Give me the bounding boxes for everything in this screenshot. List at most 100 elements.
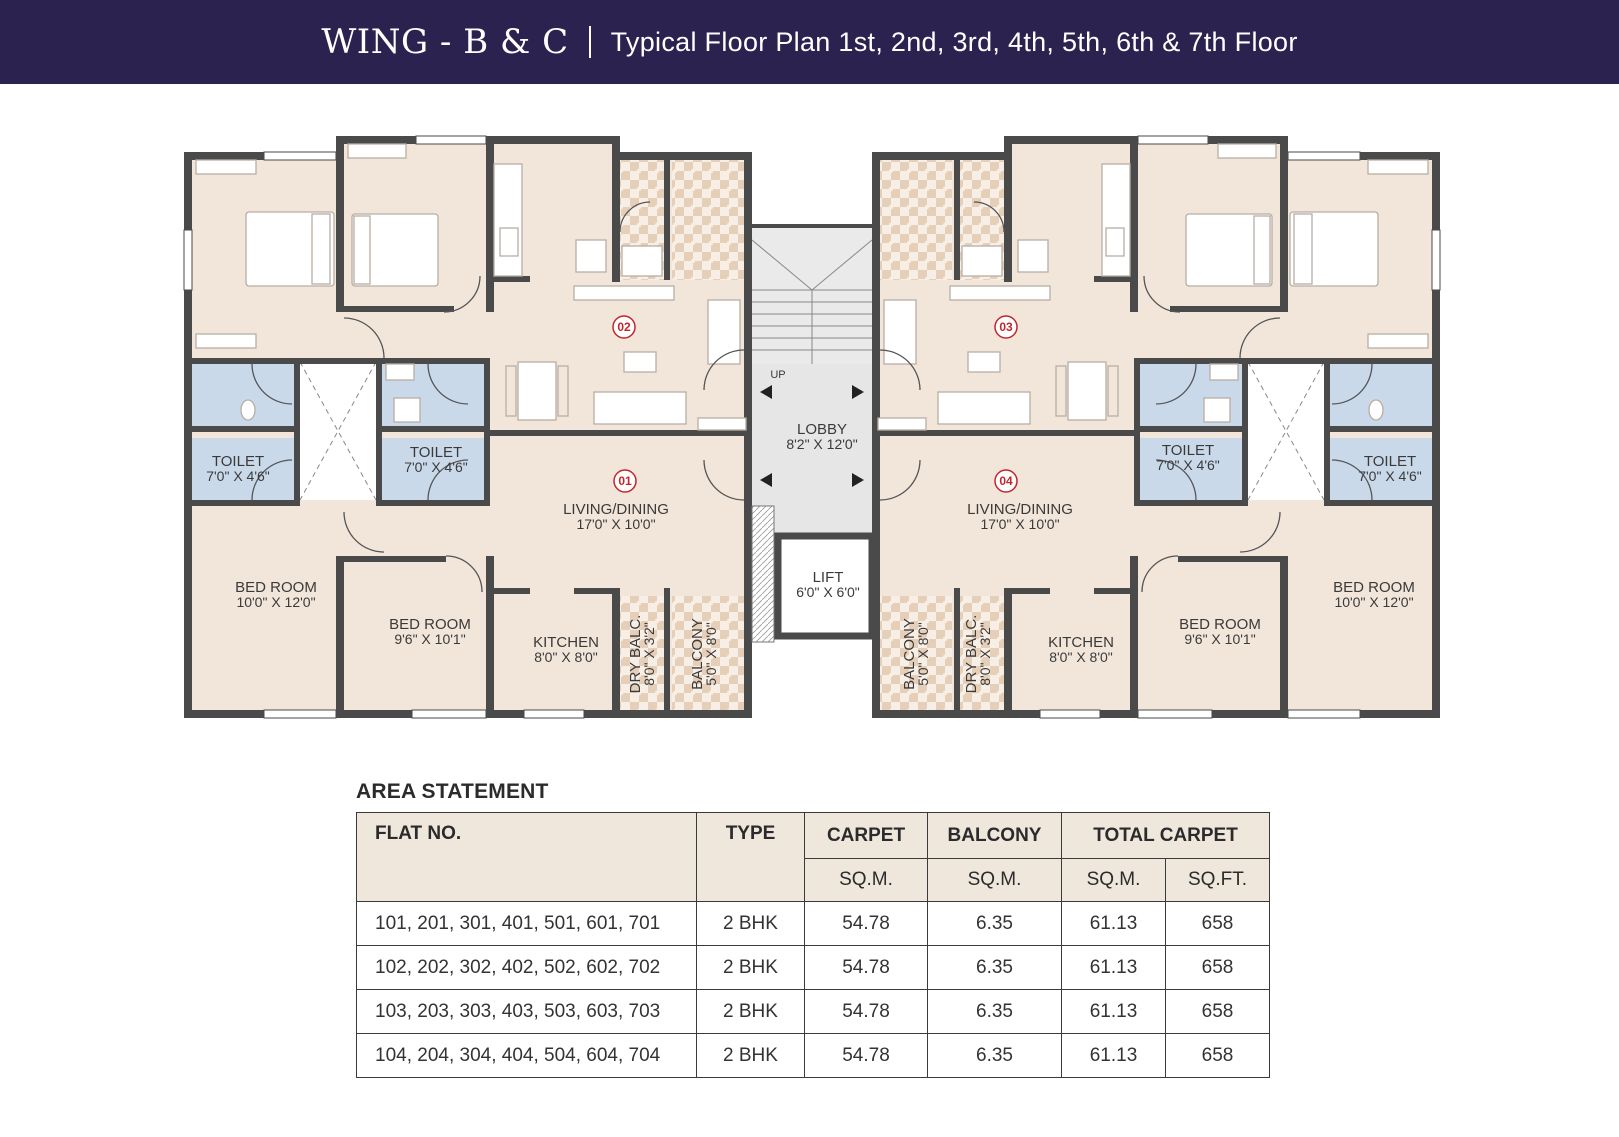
- cell-flat-no: 101, 201, 301, 401, 501, 601, 701: [356, 901, 697, 946]
- balcony-top-left-b: [672, 160, 744, 280]
- table-row: 101, 201, 301, 401, 501, 601, 701 2 BHK …: [356, 901, 1270, 946]
- toilet-label-4: TOILET: [1364, 453, 1416, 470]
- bedroom-big-label-left: BED ROOM: [235, 579, 317, 596]
- lobby-dim: 8'2" X 12'0": [786, 436, 857, 452]
- svg-text:02: 02: [617, 320, 631, 334]
- header-carpet: CARPET: [804, 812, 928, 859]
- wing-title: WING - B & C: [321, 22, 569, 62]
- unit-balcony: SQ.M.: [927, 858, 1062, 902]
- toilet-area-4b: [1328, 438, 1434, 500]
- cell-total-sqft: 658: [1165, 901, 1270, 946]
- balcony-area-right: [880, 596, 952, 712]
- bed-left-a: [245, 211, 335, 287]
- svg-text:03: 03: [999, 320, 1013, 334]
- stair-up-label: UP: [770, 369, 785, 381]
- flat-badge-01: 01: [613, 469, 637, 493]
- cell-total-sqft: 658: [1165, 1033, 1270, 1078]
- bedroom-small-label-left: BED ROOM: [389, 616, 471, 633]
- toilet-area-2b: [378, 438, 488, 500]
- cell-carpet: 54.78: [804, 1033, 928, 1078]
- balcony-top-right-a: [880, 160, 952, 280]
- unit-carpet: SQ.M.: [804, 858, 928, 902]
- dry-balc-dim-right: 8'0" X 3'2": [977, 622, 993, 686]
- cell-type: 2 BHK: [696, 989, 805, 1034]
- cell-balcony: 6.35: [927, 945, 1062, 990]
- flat-badge-02: 02: [612, 315, 636, 339]
- dry-balc-label-left: DRY BALC.: [627, 615, 644, 694]
- header-total-carpet: TOTAL CARPET: [1061, 812, 1270, 859]
- flat-badge-04: 04: [994, 469, 1018, 493]
- table-row: 102, 202, 302, 402, 502, 602, 702 2 BHK …: [356, 945, 1270, 990]
- floor-left-top: [342, 140, 612, 158]
- cell-type: 2 BHK: [696, 1033, 805, 1078]
- bed-right-b: [1185, 213, 1273, 287]
- toilet-dim-3: 7'0" X 4'6": [1156, 457, 1220, 473]
- left-block: [183, 135, 752, 719]
- svg-text:01: 01: [618, 474, 632, 488]
- living-dim-right: 17'0" X 10'0": [980, 516, 1059, 532]
- lift-dim: 6'0" X 6'0": [796, 584, 860, 600]
- bedroom-small-dim-left: 9'6" X 10'1": [394, 631, 465, 647]
- toilet-label-2: TOILET: [410, 444, 462, 461]
- cell-total-sqft: 658: [1165, 945, 1270, 990]
- balcony-area-left: [672, 596, 744, 712]
- balcony-dim-right: 5'0" X 8'0": [915, 622, 931, 686]
- bed-left-b: [351, 213, 439, 287]
- living-label-right: LIVING/DINING: [967, 501, 1073, 518]
- unit-total-sqm: SQ.M.: [1061, 858, 1166, 902]
- bedroom-small-label-right: BED ROOM: [1179, 616, 1261, 633]
- floor-plan: UP: [183, 135, 1441, 719]
- cell-total-sqm: 61.13: [1061, 901, 1166, 946]
- kitchen-label-right: KITCHEN: [1048, 634, 1114, 651]
- cell-total-sqm: 61.13: [1061, 989, 1166, 1034]
- table-row: 104, 204, 304, 404, 504, 604, 704 2 BHK …: [356, 1033, 1270, 1078]
- kitchen-dim-left: 8'0" X 8'0": [534, 649, 598, 665]
- cell-balcony: 6.35: [927, 901, 1062, 946]
- dry-balc-label-right: DRY BALC.: [963, 615, 980, 694]
- core: UP: [751, 224, 876, 643]
- floor-right-top: [1012, 140, 1282, 158]
- living-dim-left: 17'0" X 10'0": [576, 516, 655, 532]
- walls-right: [872, 136, 1440, 718]
- bed-right-a: [1289, 211, 1379, 287]
- unit-total-sqft: SQ.FT.: [1165, 858, 1270, 902]
- dry-balc-area-right: [956, 596, 1006, 712]
- area-statement-table: FLAT NO. TYPE CARPET BALCONY TOTAL CARPE…: [356, 812, 1270, 1078]
- cell-type: 2 BHK: [696, 901, 805, 946]
- walls-left: [184, 136, 752, 718]
- lift-label: LIFT: [813, 569, 844, 586]
- toilet-dim-2: 7'0" X 4'6": [404, 459, 468, 475]
- kitchen-label-left: KITCHEN: [533, 634, 599, 651]
- right-block: [872, 135, 1441, 719]
- toilet-area-1b: [190, 438, 296, 500]
- dry-balc-dim-left: 8'0" X 3'2": [641, 622, 657, 686]
- lobby-label: LOBBY: [797, 421, 847, 438]
- toilet-label-3: TOILET: [1162, 442, 1214, 459]
- title-banner: WING - B & C Typical Floor Plan 1st, 2nd…: [0, 0, 1619, 84]
- bedroom-small-dim-right: 9'6" X 10'1": [1184, 631, 1255, 647]
- header-balcony: BALCONY: [927, 812, 1062, 859]
- cell-carpet: 54.78: [804, 989, 928, 1034]
- balcony-dim-left: 5'0" X 8'0": [703, 622, 719, 686]
- dry-balc-area-left: [618, 596, 668, 712]
- balcony-label-right: BALCONY: [901, 618, 918, 690]
- living-label-left: LIVING/DINING: [563, 501, 669, 518]
- toilet-area-3b: [1136, 438, 1246, 500]
- toilet-dim-4: 7'0" X 4'6": [1358, 468, 1422, 484]
- kitchen-dim-right: 8'0" X 8'0": [1049, 649, 1113, 665]
- svg-text:04: 04: [999, 474, 1013, 488]
- toilet-dim-1: 7'0" X 4'6": [206, 468, 270, 484]
- bedroom-big-dim-right: 10'0" X 12'0": [1334, 594, 1413, 610]
- windows-left: [183, 135, 585, 719]
- bedroom-big-label-right: BED ROOM: [1333, 579, 1415, 596]
- cell-carpet: 54.78: [804, 945, 928, 990]
- toilet-label-1: TOILET: [212, 453, 264, 470]
- header-flat-no: FLAT NO.: [356, 812, 697, 902]
- cell-balcony: 6.35: [927, 1033, 1062, 1078]
- duct-left: [300, 362, 376, 500]
- cell-total-sqm: 61.13: [1061, 945, 1166, 990]
- cell-total-sqm: 61.13: [1061, 1033, 1166, 1078]
- balcony-label-left: BALCONY: [689, 618, 706, 690]
- cell-carpet: 54.78: [804, 901, 928, 946]
- cell-balcony: 6.35: [927, 989, 1062, 1034]
